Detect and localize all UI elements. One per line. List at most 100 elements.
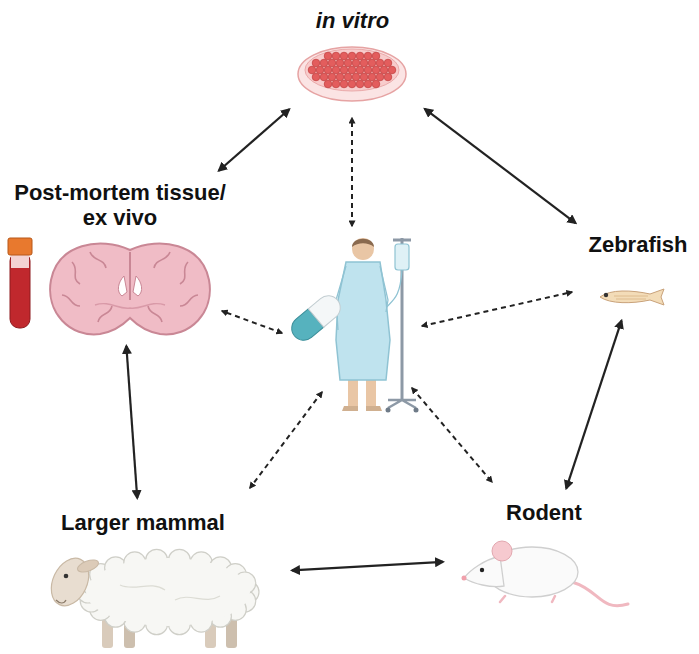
model-label: in vitro — [266, 8, 439, 33]
patient-arm — [380, 266, 388, 312]
sheep-mouth — [56, 600, 66, 603]
cell — [376, 59, 384, 67]
cell — [328, 73, 336, 81]
double-arrow — [292, 562, 443, 571]
patient-figure — [336, 238, 419, 413]
cell — [356, 80, 364, 88]
dashed-links — [222, 118, 572, 488]
cell — [340, 80, 348, 88]
petri-dish — [298, 47, 406, 101]
model-group: in vitro — [266, 4, 439, 104]
model-label: Post-mortem tissue/ ex vivo — [8, 180, 233, 231]
model-label: Zebrafish — [579, 232, 697, 257]
mouse-tail — [572, 582, 628, 606]
cell — [364, 52, 372, 60]
cell — [368, 73, 376, 81]
cell — [384, 73, 392, 81]
sheep-wool-lines — [120, 585, 220, 600]
cell — [368, 59, 376, 67]
pill-half — [308, 291, 345, 327]
cell — [312, 73, 320, 81]
ventricle — [133, 276, 142, 296]
dashed-arrow — [351, 118, 353, 226]
sheep-ear — [76, 558, 100, 575]
cell — [372, 66, 380, 74]
cell — [388, 66, 396, 74]
cell — [316, 66, 324, 74]
dish-base — [305, 49, 399, 91]
cell — [324, 52, 332, 60]
mouse-ear — [492, 541, 512, 561]
cell — [384, 59, 392, 67]
cell — [348, 52, 356, 60]
iv-bag — [395, 244, 409, 270]
sheep-body — [86, 558, 250, 626]
cell — [308, 66, 316, 74]
patient-arm — [336, 266, 346, 330]
cell — [340, 66, 348, 74]
patient-hair — [352, 239, 374, 247]
cell — [360, 59, 368, 67]
dashed-arrow — [250, 392, 322, 488]
cell — [312, 59, 320, 67]
cell — [356, 52, 364, 60]
cell — [364, 66, 372, 74]
mouse-eye — [480, 568, 484, 572]
tube-cap — [8, 238, 32, 255]
brain-folds — [62, 252, 198, 322]
cell-culture — [308, 52, 396, 88]
fish-eye — [604, 293, 608, 297]
sheep-wool — [77, 549, 259, 634]
dashed-arrow — [222, 311, 282, 333]
cell — [380, 66, 388, 74]
patient-feet — [342, 406, 382, 411]
iv-wheel — [414, 408, 419, 413]
cell — [372, 80, 380, 88]
zebrafish-figure — [600, 289, 664, 305]
patient-head — [352, 238, 374, 260]
mouse-feet — [500, 596, 555, 602]
model-label: Rodent — [451, 500, 637, 525]
patient-gown — [336, 262, 390, 380]
tube-body — [10, 252, 30, 328]
model-group: Larger mammal — [2, 506, 284, 652]
cell — [352, 73, 360, 81]
cell — [336, 73, 344, 81]
model-group: Zebrafish — [579, 228, 697, 313]
double-arrow — [425, 109, 576, 223]
cell — [376, 73, 384, 81]
cell — [332, 80, 340, 88]
iv-wheel — [386, 408, 391, 413]
brain-midline — [129, 252, 131, 300]
cell — [344, 59, 352, 67]
model-group: Rodent — [451, 496, 637, 616]
cell — [364, 80, 372, 88]
ventricle — [118, 276, 127, 296]
cell — [324, 80, 332, 88]
dashed-arrow — [412, 388, 492, 482]
cell — [332, 66, 340, 74]
fish-body — [600, 289, 664, 305]
mouse-nose — [462, 576, 467, 581]
sheep-figure — [44, 549, 259, 648]
cell — [372, 52, 380, 60]
cell — [324, 66, 332, 74]
iv-base — [388, 400, 416, 408]
pill-capsule — [287, 291, 345, 345]
cell — [332, 52, 340, 60]
dashed-arrow — [422, 292, 572, 326]
brain-outline — [50, 243, 210, 334]
cell — [348, 66, 356, 74]
mouse-figure — [462, 541, 629, 606]
cell — [320, 73, 328, 81]
cell — [336, 59, 344, 67]
double-arrow — [219, 109, 289, 170]
blood-tube — [8, 238, 32, 328]
cell — [348, 80, 356, 88]
brain-folds — [95, 304, 165, 309]
model-label: Larger mammal — [2, 510, 284, 535]
cell — [340, 52, 348, 60]
